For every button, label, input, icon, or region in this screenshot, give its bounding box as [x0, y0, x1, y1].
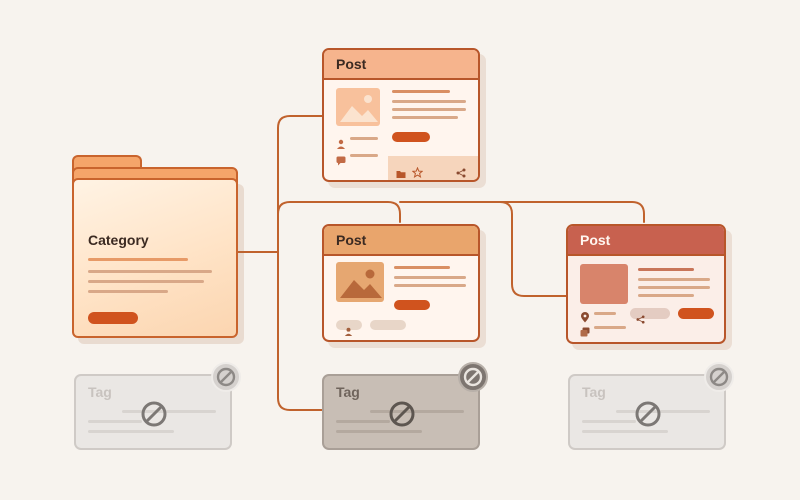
category-action-button[interactable] — [88, 312, 138, 324]
text-line — [582, 430, 668, 433]
text-line — [392, 90, 450, 93]
post-card-1-header: Post — [324, 50, 478, 80]
gallery-icon — [580, 322, 590, 337]
folder-icon[interactable] — [396, 164, 406, 178]
text-line — [88, 420, 142, 423]
share-chip[interactable] — [630, 308, 670, 324]
tag-card-3[interactable]: Tag — [568, 374, 726, 450]
text-line — [392, 108, 466, 111]
text-line — [594, 312, 616, 315]
category-subtitle-line — [88, 258, 188, 261]
post-card-1[interactable]: Post — [322, 48, 480, 182]
post-card-2-header: Post — [324, 226, 478, 256]
text-line — [336, 420, 390, 423]
star-icon[interactable] — [411, 163, 424, 178]
text-line — [638, 278, 710, 281]
meta-chip[interactable] — [370, 320, 406, 330]
text-line — [350, 137, 378, 140]
post-card-2[interactable]: Post — [322, 224, 480, 342]
text-line — [88, 270, 212, 273]
text-line — [394, 266, 450, 269]
image-placeholder — [580, 264, 628, 304]
text-line — [638, 294, 694, 297]
post-card-3[interactable]: Post — [566, 224, 726, 344]
user-icon — [336, 134, 346, 149]
text-line — [370, 410, 464, 413]
text-line — [88, 290, 168, 293]
text-line — [392, 100, 466, 103]
post-action-button[interactable] — [392, 132, 430, 142]
post-card-1-footer — [388, 156, 478, 180]
location-pin-icon — [580, 308, 590, 323]
text-line — [594, 326, 626, 329]
tag-card-2[interactable]: Tag — [322, 374, 480, 450]
ban-icon[interactable] — [458, 362, 488, 392]
text-line — [638, 268, 694, 271]
text-line — [122, 410, 216, 413]
tag-card-2-label: Tag — [336, 384, 360, 400]
image-icon — [336, 262, 384, 302]
user-icon — [344, 321, 354, 336]
text-line — [638, 286, 710, 289]
text-line — [350, 154, 378, 157]
ban-icon[interactable] — [704, 362, 734, 392]
ban-icon[interactable] — [211, 362, 241, 392]
category-title: Category — [88, 232, 149, 248]
post-action-button[interactable] — [678, 308, 714, 319]
tag-card-1[interactable]: Tag — [74, 374, 232, 450]
ban-icon — [634, 400, 662, 428]
image-icon — [336, 88, 380, 126]
share-icon — [636, 309, 646, 324]
text-line — [582, 420, 636, 423]
text-line — [392, 116, 458, 119]
ban-icon — [388, 400, 416, 428]
ban-icon — [140, 400, 168, 428]
text-line — [394, 284, 466, 287]
tag-card-3-label: Tag — [582, 384, 606, 400]
post-card-3-header: Post — [568, 226, 724, 256]
comment-icon — [336, 151, 346, 166]
share-icon[interactable] — [456, 163, 466, 178]
text-line — [336, 430, 422, 433]
folder-body: Category — [72, 178, 238, 338]
post-action-button[interactable] — [394, 300, 430, 310]
text-line — [394, 276, 466, 279]
text-line — [616, 410, 710, 413]
tag-card-1-label: Tag — [88, 384, 112, 400]
text-line — [88, 430, 174, 433]
author-chip[interactable] — [336, 320, 362, 336]
text-line — [88, 280, 204, 283]
